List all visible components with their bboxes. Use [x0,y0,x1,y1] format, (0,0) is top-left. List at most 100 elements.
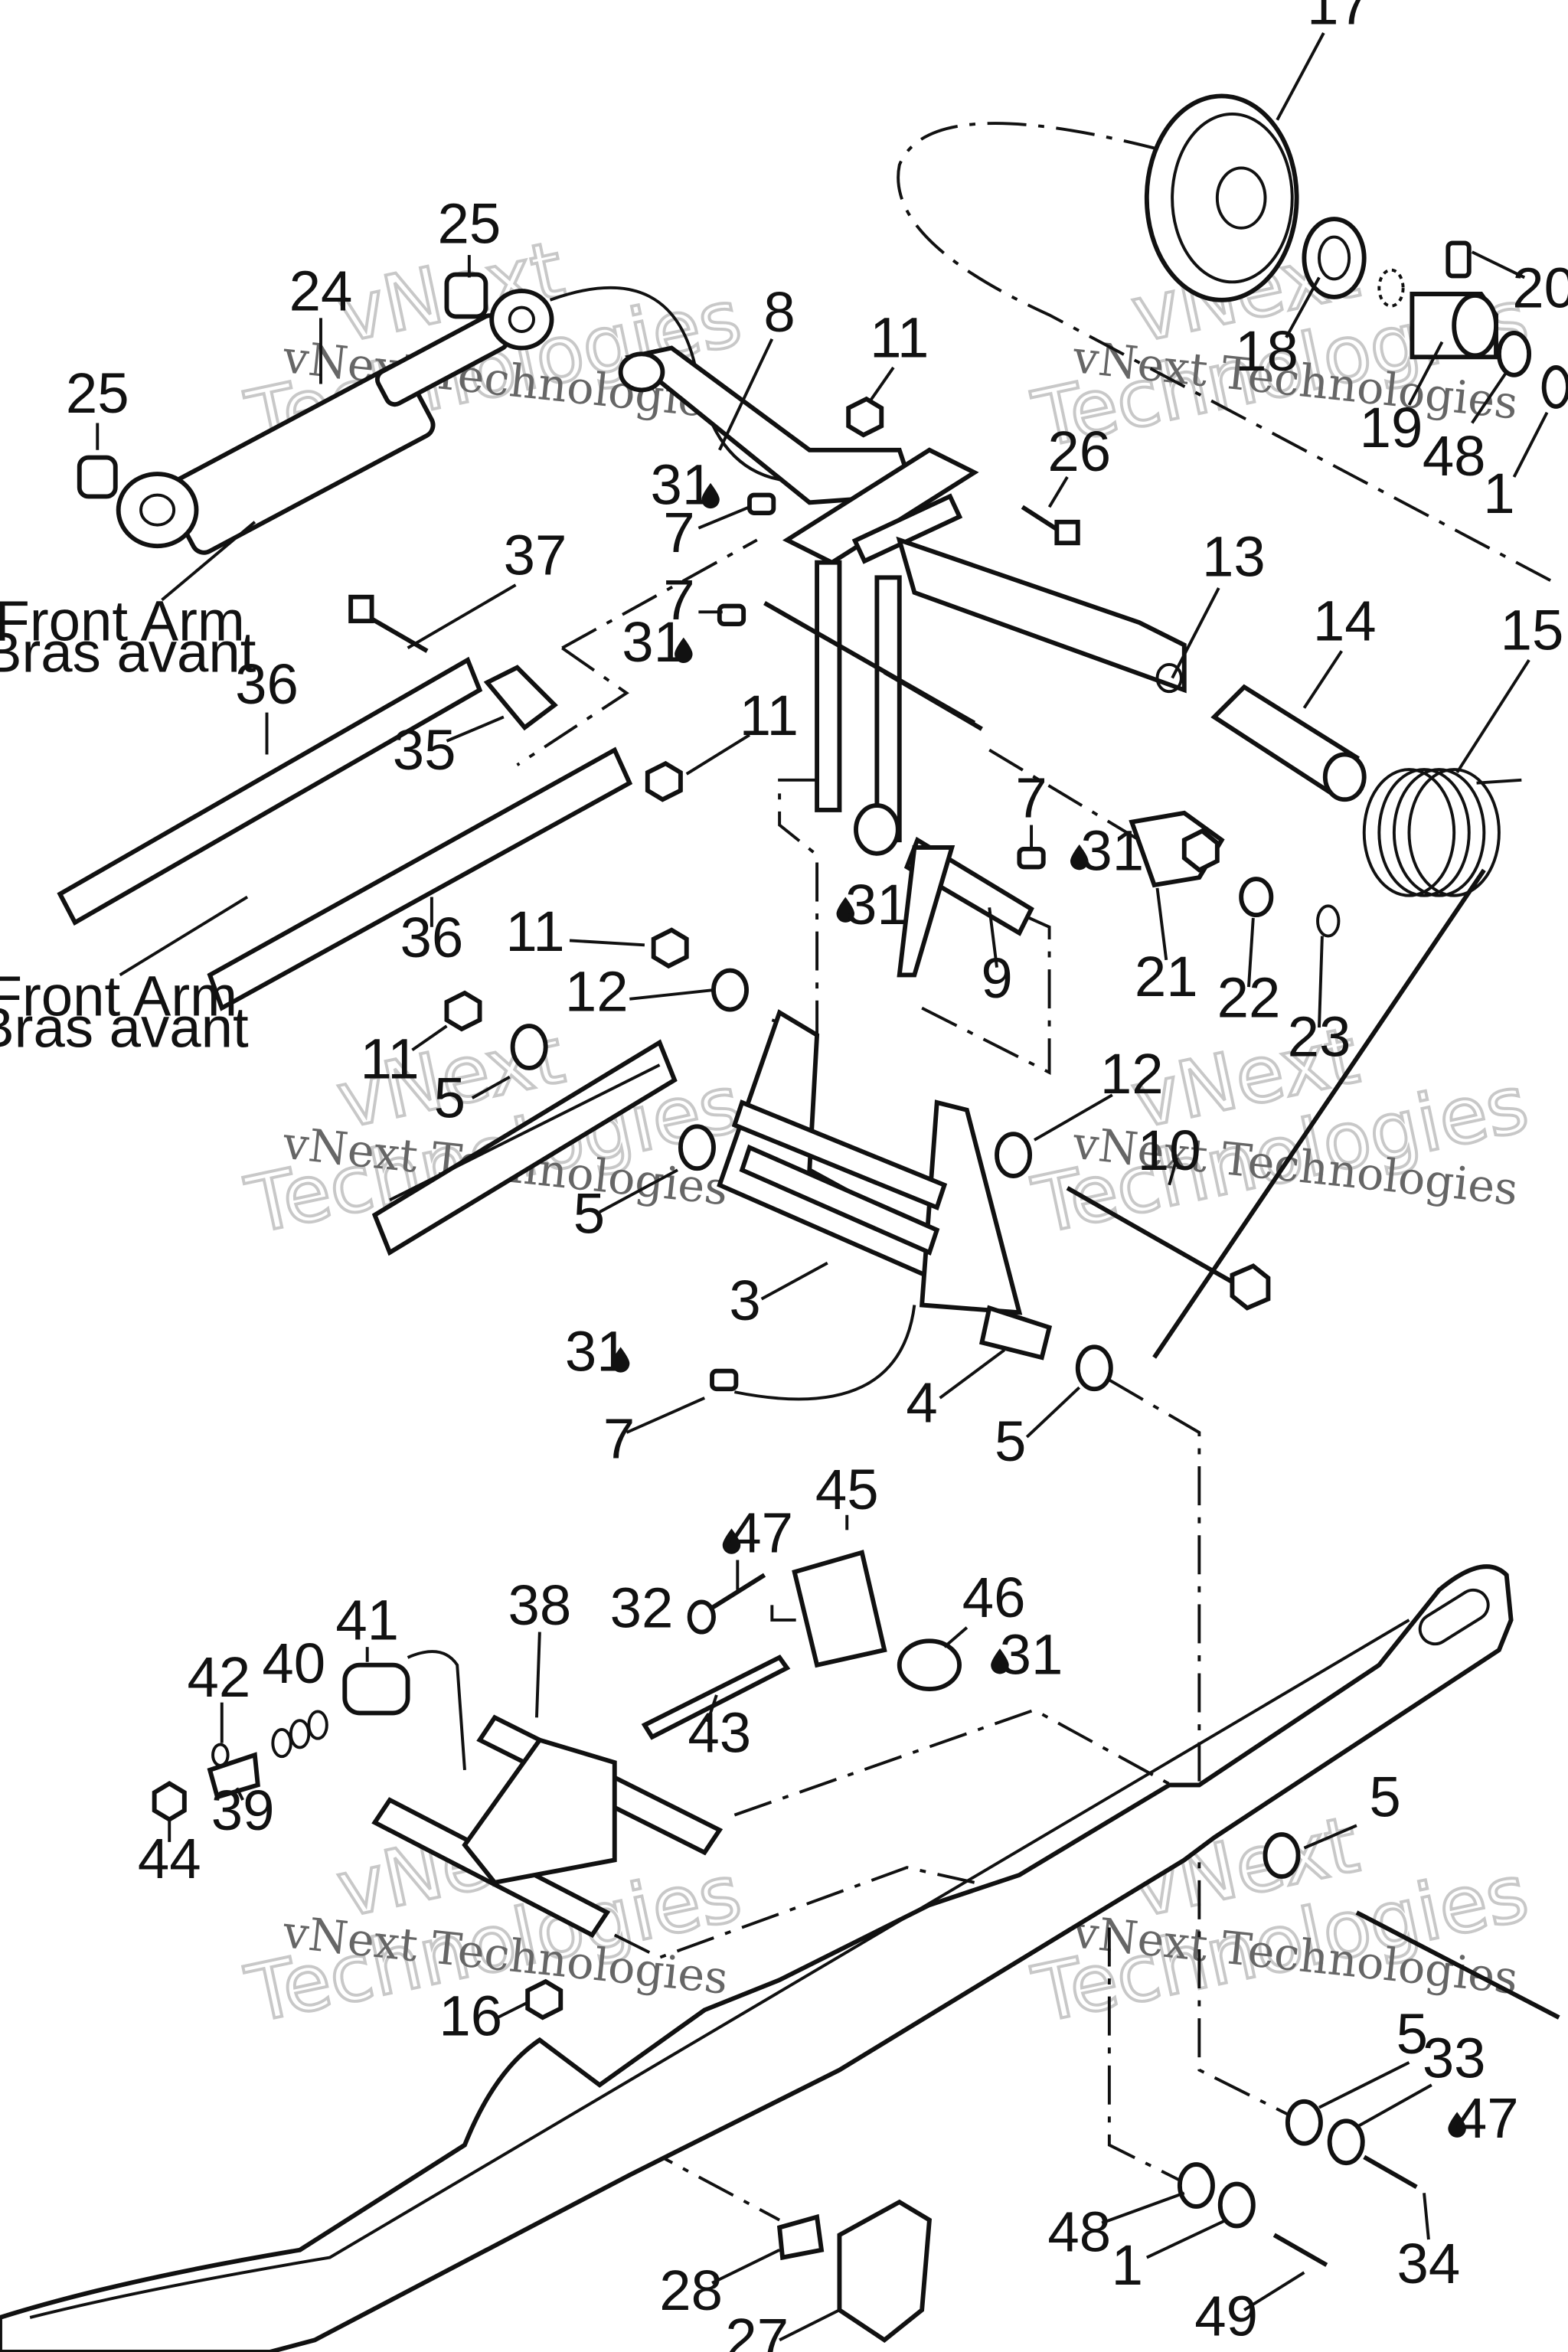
ring-40 [289,1719,311,1749]
oring-42 [211,1743,230,1767]
callout-3: 3 [729,1269,760,1332]
leader [779,2308,841,2342]
bolt-34 [1363,2154,1418,2190]
callout-42: 42 [187,1645,250,1709]
leader [711,2249,780,2285]
washer-5 [1263,1832,1301,1879]
lever [897,845,956,978]
callout-5: 5 [1369,1766,1400,1829]
link-36-upper [57,656,483,926]
callout-10: 10 [1138,1119,1201,1182]
leader [1033,1093,1113,1142]
callout-13: 13 [1202,524,1266,588]
washer-33 [1327,2118,1365,2166]
leader [988,907,998,968]
callout-4: 4 [906,1370,937,1434]
shock-absorber [77,272,554,555]
callout-43: 43 [688,1700,751,1764]
callout-21: 21 [1135,945,1198,1008]
leader [697,505,750,530]
callout-47: 47 [1455,2086,1519,2150]
washer-1 [1217,2181,1256,2229]
front-arm-end [618,351,665,393]
leader [1455,658,1530,774]
bushing-25-lower [77,455,118,499]
washer-5 [1075,1344,1113,1392]
shock-eye-lower [116,472,199,549]
washer-5 [510,1024,548,1070]
callout-7: 7 [663,501,694,564]
grease-fitting-7 [710,1368,739,1392]
leader [1047,476,1069,508]
washer-5 [678,1124,716,1171]
leader [1318,936,1324,1028]
wheel-rim [1144,93,1299,302]
callout-31: 31 [650,452,714,516]
callout-11: 11 [505,900,564,963]
lubricant-drop-icon [836,897,855,923]
callout-26: 26 [1047,420,1111,483]
callout-28: 28 [659,2259,723,2322]
leader [1145,2218,1227,2259]
sleeve-14 [1210,684,1367,802]
callout-15: 15 [1501,598,1564,662]
front-arm-label-fr: Bras avant [0,621,256,684]
assembly-line-adjuster [988,748,1141,841]
shock-eye-upper [489,289,554,351]
callout-5: 5 [434,1067,466,1130]
callout-33: 33 [1423,2026,1486,2089]
callout-9: 9 [981,946,1012,1010]
link-line-41 [407,1650,466,1770]
callout-5: 5 [573,1181,605,1245]
callout-32: 32 [610,1576,674,1640]
spring-leg [1152,868,1486,1359]
leader [1247,917,1255,988]
front-arm-notes: Front Arm Bras avant Front Arm Bras avan… [0,590,256,1060]
callout-25: 25 [437,191,501,255]
watermark: vNext Technologies vNext Technologies [237,1009,750,1254]
bolt-37-head [348,594,374,624]
bolt-32 [703,1573,766,1615]
front-arm-label-fr: Bras avant [0,995,249,1059]
adjuster-links [57,656,633,1011]
leader [446,715,505,743]
assembly-line-wheel [897,122,1560,586]
grease-fitting-7 [717,603,746,626]
callout-45: 45 [815,1458,879,1521]
leader [629,988,714,1001]
callout-37: 37 [504,523,567,586]
front-arm [618,345,918,505]
callout-12: 12 [565,959,629,1023]
leader [1101,2191,1185,2225]
leader [706,1694,718,1723]
callout-48: 48 [1423,424,1486,488]
callout-17: 17 [1307,0,1370,36]
callout-24: 24 [289,260,353,323]
callout-22: 22 [1217,965,1281,1029]
clamp-45 [792,1550,887,1668]
clip-23 [1316,904,1341,938]
leader [1407,341,1444,406]
callout-18: 18 [1235,319,1298,383]
leader [1471,371,1508,424]
leader [1025,1386,1081,1439]
ring-40 [307,1710,328,1740]
leader [1303,1824,1357,1850]
assembly-line-arm-top [561,538,758,650]
leader [407,583,517,650]
circlip [1377,268,1405,308]
callout-19: 19 [1360,396,1423,459]
leader [1171,587,1220,679]
callout-40: 40 [262,1632,325,1695]
callout-34: 34 [1397,2232,1461,2295]
bolt-32-head [687,1599,716,1635]
link-36-lower [207,746,633,1011]
leader [497,2001,529,2019]
callout-20: 20 [1512,256,1568,320]
callout-numbers: 17 18 19 20 48 1 25 24 25 8 11 26 31 7 3… [66,0,1568,2352]
shaft-end [1155,662,1183,694]
callout-27: 27 [725,2307,789,2352]
callout-12: 12 [1100,1042,1164,1106]
nut-16 [525,1978,564,2020]
